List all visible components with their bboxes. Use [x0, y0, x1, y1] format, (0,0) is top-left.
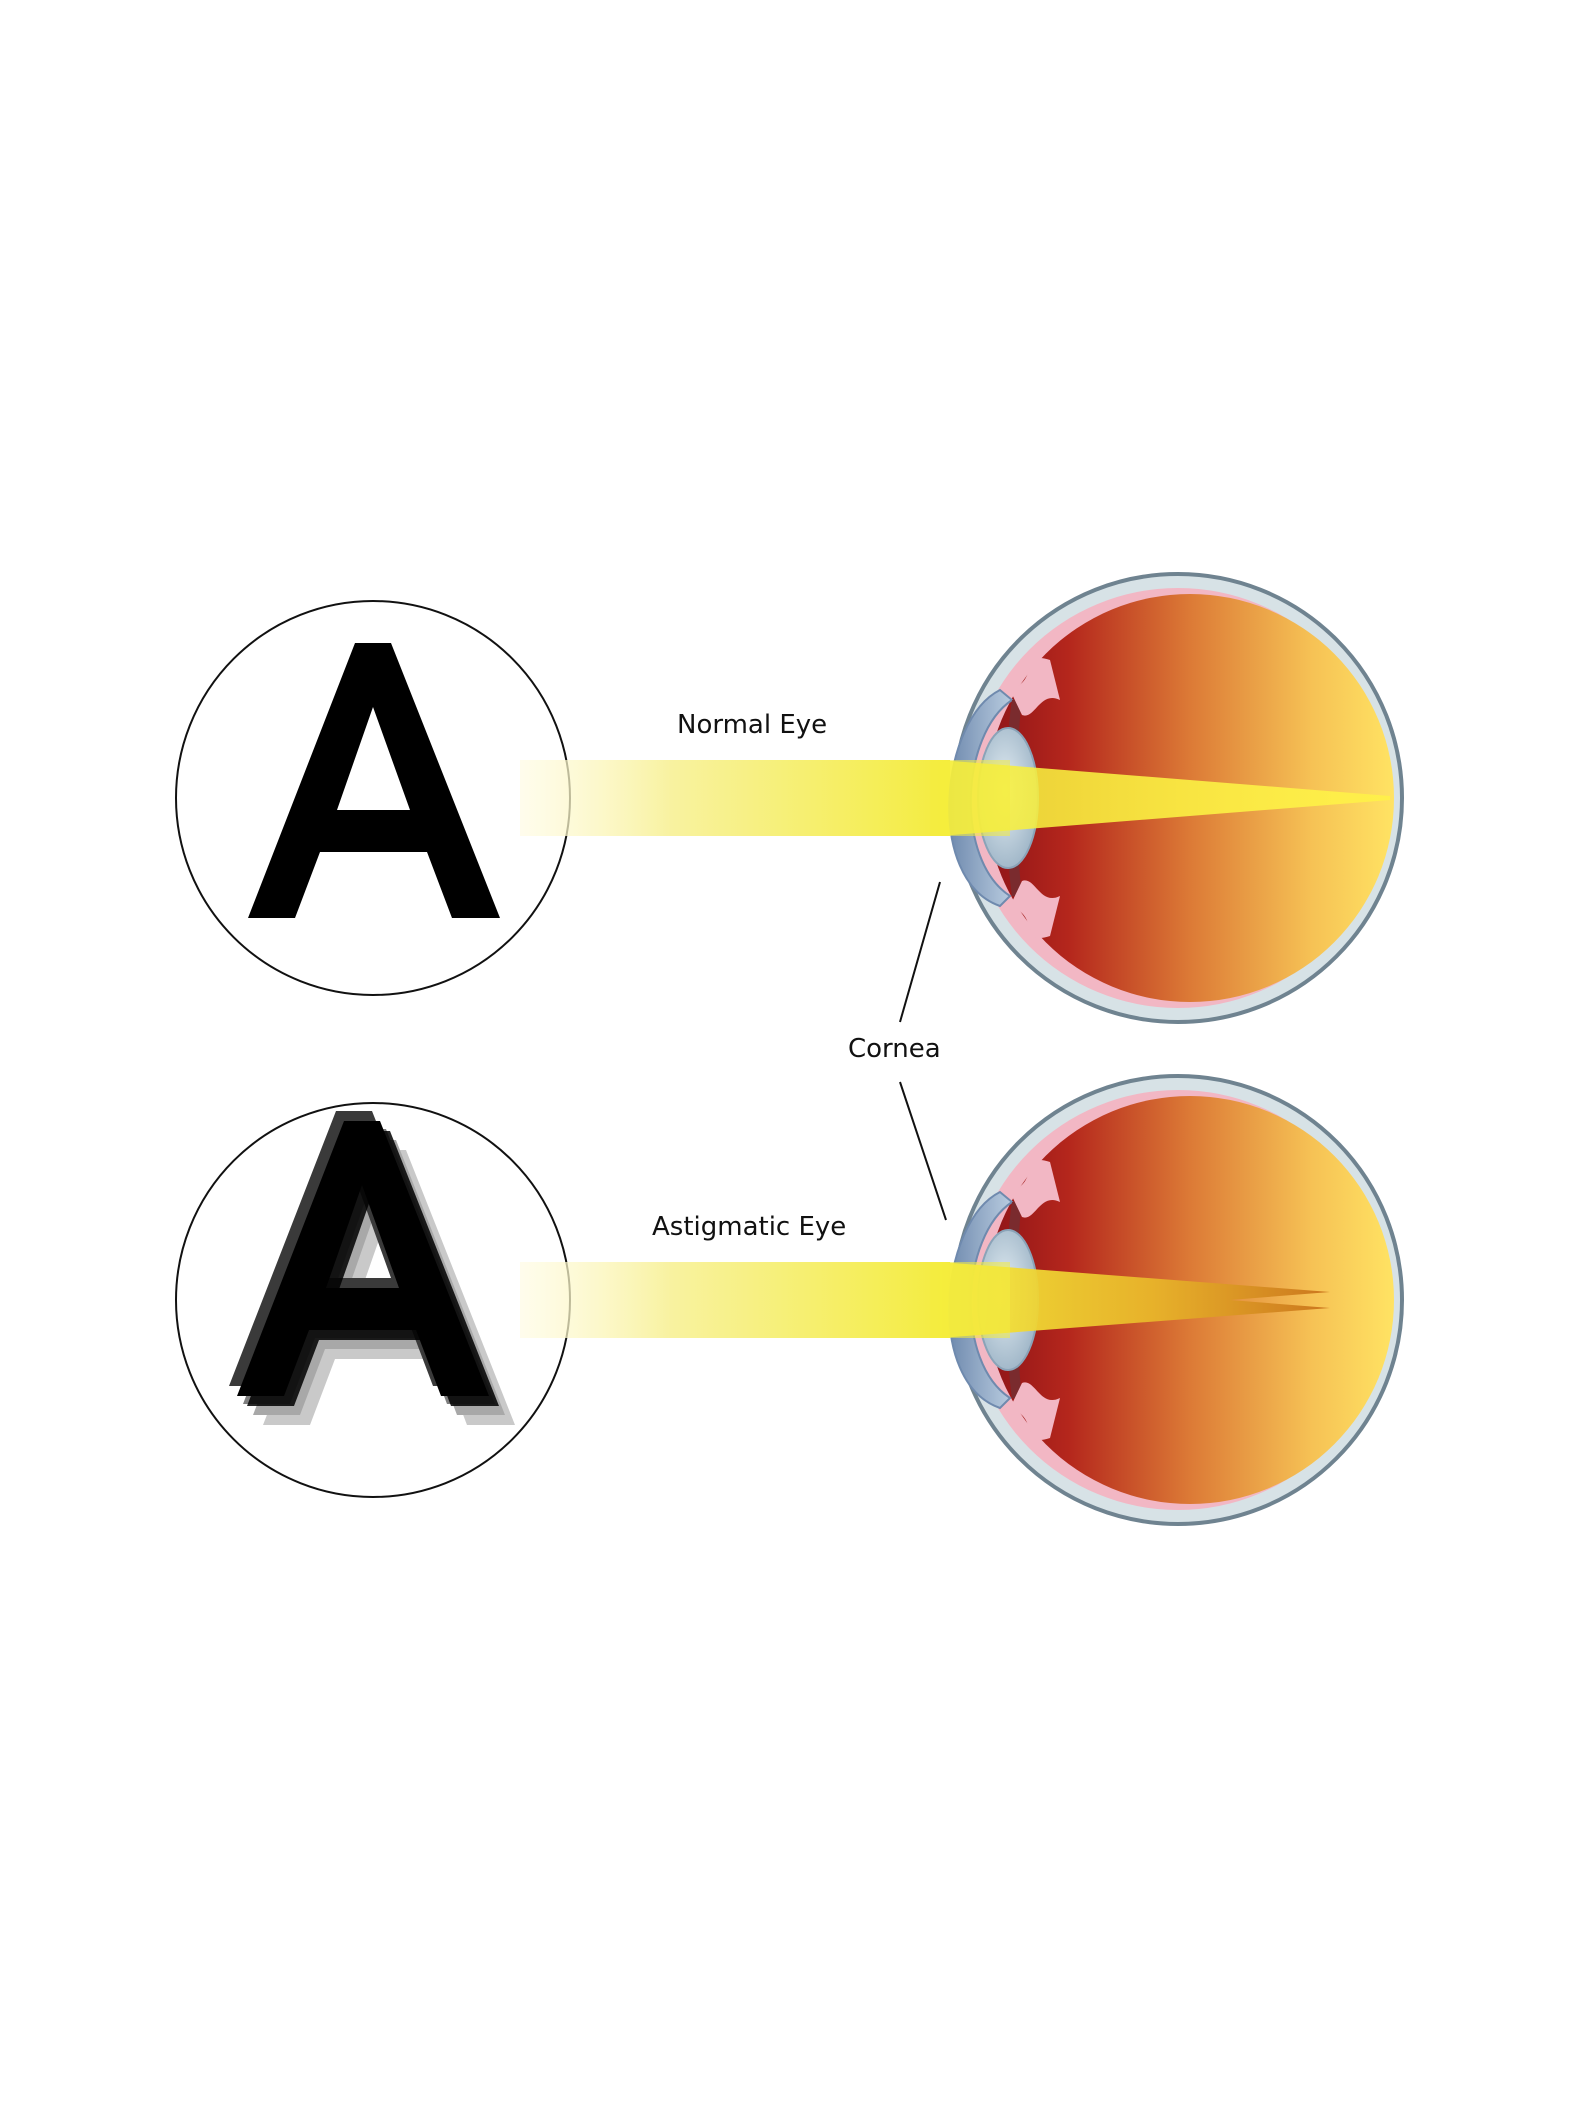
astigmatic-light-beam	[520, 1262, 950, 1338]
astigmatic-eyeball	[930, 1074, 1404, 1526]
astigmatic-eye-panel: Astigmatic Eye	[175, 1074, 1404, 1526]
cornea-leader-line-bottom	[899, 1081, 947, 1221]
cornea-leader-line-top	[899, 881, 941, 1023]
astigmatic-vision-circle	[175, 1102, 571, 1498]
normal-eyeball	[930, 572, 1404, 1024]
cornea-icon	[948, 688, 1014, 908]
normal-eye-panel: Normal Eye	[175, 572, 1404, 1024]
normal-focus-cone	[940, 760, 1390, 836]
normal-vision-circle	[175, 600, 571, 996]
blurred-letter-a-icon	[229, 1111, 515, 1425]
cornea-callout: Cornea	[848, 881, 947, 1221]
normal-eye-label: Normal Eye	[677, 710, 827, 740]
astigmatic-focus-cone	[940, 1262, 1330, 1338]
sharp-letter-a-icon	[248, 643, 500, 918]
cornea-label: Cornea	[848, 1034, 941, 1064]
astigmatic-eye-label: Astigmatic Eye	[652, 1212, 846, 1242]
astigmatic-cornea-icon	[948, 1190, 1014, 1410]
normal-light-beam	[520, 760, 950, 836]
